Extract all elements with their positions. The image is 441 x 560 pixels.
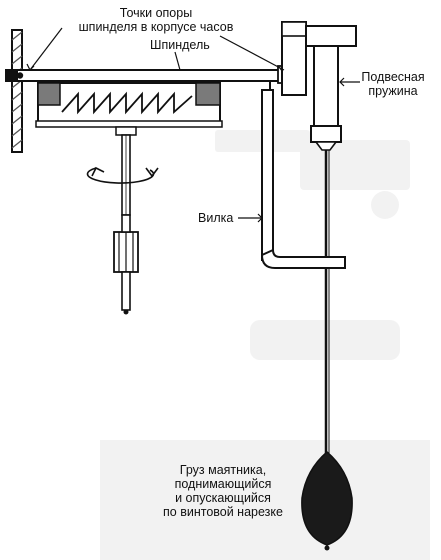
suspension-assembly	[281, 21, 357, 151]
label-spindle-pivots: Точки опоры шпинделя в корпусе часов	[56, 6, 256, 34]
pendulum-bob	[301, 451, 353, 551]
wheel-arbor	[86, 126, 159, 315]
label-fork: Вилка	[198, 211, 234, 225]
leader-lines	[26, 27, 360, 223]
label-spindle-pivots-line2: шпинделя в корпусе часов	[78, 20, 234, 34]
label-pendulum-bob: Груз маятника, поднимающийся и опускающи…	[148, 463, 298, 519]
label-suspension-spring-line2: пружина	[368, 84, 418, 98]
clock-case-wall	[11, 29, 23, 153]
label-spindle: Шпиндель	[150, 38, 210, 52]
label-pendulum-bob-line4: по винтовой нарезке	[163, 505, 283, 519]
label-suspension-spring: Подвесная пружина	[356, 70, 430, 98]
label-pendulum-bob-line2: поднимающийся	[174, 477, 272, 491]
label-pendulum-bob-line1: Груз маятника,	[179, 463, 267, 477]
label-suspension-spring-line1: Подвесная	[361, 70, 425, 84]
spindle-shaft	[5, 65, 293, 84]
crown-wheel	[35, 82, 223, 128]
fork	[260, 80, 346, 269]
label-pendulum-bob-line3: и опускающийся	[175, 491, 271, 505]
label-spindle-pivots-line1: Точки опоры	[119, 6, 193, 20]
